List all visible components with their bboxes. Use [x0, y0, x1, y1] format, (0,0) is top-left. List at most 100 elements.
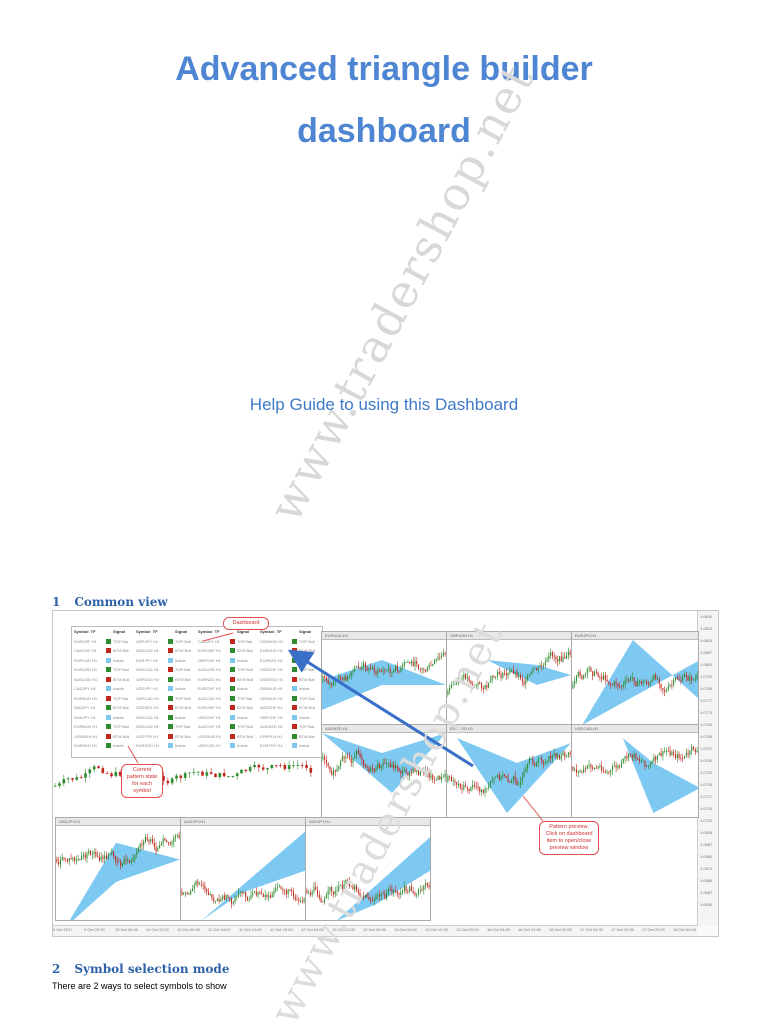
candle-body — [104, 855, 106, 859]
preview-candles — [572, 744, 698, 778]
candle-body — [398, 767, 400, 771]
candle-body — [537, 666, 539, 671]
preview-title-bar: USDJPY,H1 — [56, 818, 180, 826]
candle-body — [564, 752, 566, 757]
preview-window[interactable]: GBPUSD,H1 — [446, 631, 572, 725]
preview-window[interactable]: NZDJPY,H1 — [305, 817, 431, 921]
candle-body — [412, 768, 414, 773]
preview-window[interactable]: AUDJPY,H1 — [180, 817, 306, 921]
candle-body — [633, 677, 635, 682]
candle-body — [66, 778, 70, 780]
preview-window[interactable]: USDJPY,H1 — [55, 817, 181, 921]
candle-body — [357, 666, 359, 669]
candle-body — [271, 894, 273, 898]
candle-body — [264, 894, 266, 898]
candle-body — [71, 778, 74, 780]
preview-window[interactable]: EURJPY,H1 — [571, 631, 699, 725]
preview-window[interactable]: EURUSD,H1 — [446, 724, 572, 818]
candle-body — [282, 889, 284, 891]
candle-body — [676, 754, 678, 758]
candle-body — [511, 669, 513, 671]
preview-window[interactable]: AUDNZD,H1 — [321, 724, 447, 818]
candle-body — [322, 756, 324, 760]
candle-body — [262, 894, 264, 898]
candle-body — [619, 765, 621, 767]
candle-body — [628, 753, 630, 759]
candle-body — [218, 898, 220, 902]
candle-body — [601, 765, 603, 771]
candle-body — [134, 854, 136, 859]
candle-body — [164, 838, 166, 841]
candle-body — [222, 772, 226, 777]
candle-body — [696, 750, 698, 752]
candle-body — [336, 769, 338, 772]
candle-body — [84, 854, 86, 859]
candle-body — [405, 662, 407, 664]
candle-body — [245, 892, 247, 897]
candle-body — [426, 667, 428, 672]
pointer-arrow — [127, 632, 544, 822]
candle-body — [421, 889, 423, 891]
candle-body — [223, 895, 225, 900]
preview-window[interactable]: USDCAD,H1 — [571, 724, 699, 818]
candle-body — [449, 776, 451, 777]
candle-body — [430, 665, 432, 667]
candle-body — [66, 859, 69, 862]
candle-body — [423, 668, 425, 670]
candle-body — [564, 656, 566, 659]
candle-body — [350, 885, 352, 887]
candle-body — [673, 679, 675, 685]
candle-body — [447, 776, 449, 782]
candle-body — [205, 772, 209, 776]
candle-body — [653, 674, 655, 680]
candle-body — [694, 678, 696, 680]
candle-body — [457, 678, 460, 684]
